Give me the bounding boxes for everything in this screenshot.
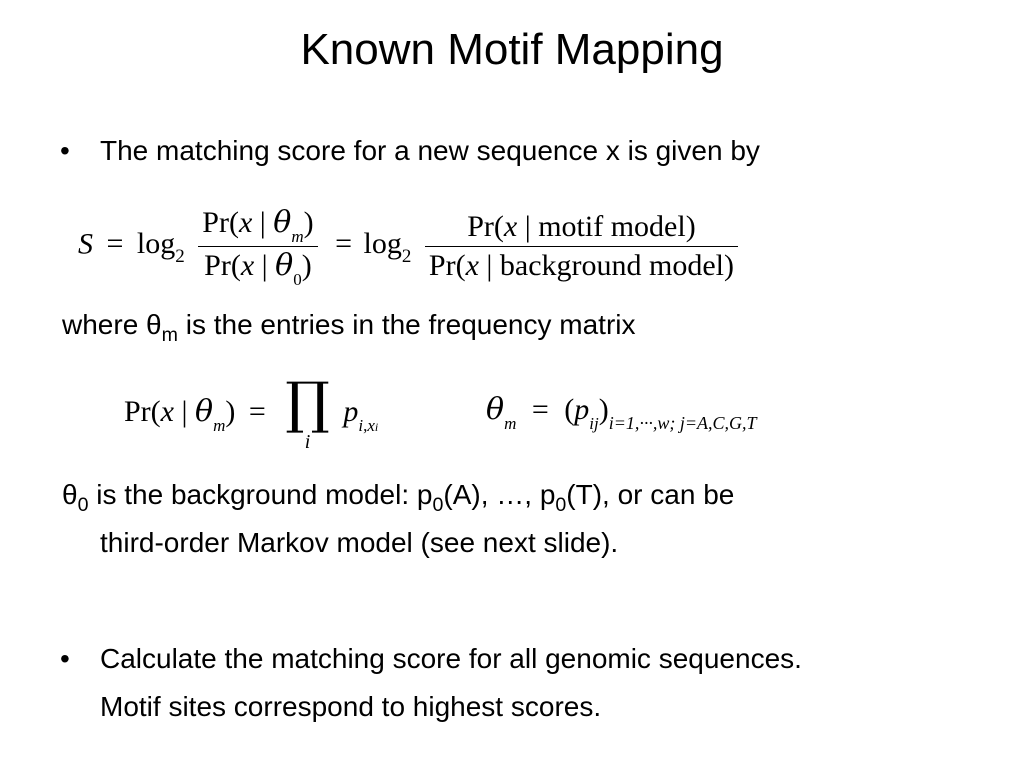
bullet-matching-score: • The matching score for a new sequence … xyxy=(60,134,760,168)
fraction-denominator: Pr(x | θ0) xyxy=(204,248,312,289)
background-model-line-1: θ0 is the background model: p0(A), …, p0… xyxy=(62,479,735,516)
bullet-text: Calculate the matching score for all gen… xyxy=(100,643,802,674)
theta-symbol: θ xyxy=(62,479,78,510)
slide-title: Known Motif Mapping xyxy=(300,25,724,74)
likelihood-ratio-fraction: Pr(x | θm) Pr(x | θ0) xyxy=(198,204,318,289)
fraction-denominator: Pr(x | background model) xyxy=(428,249,735,282)
probability-term: pi,xi xyxy=(343,394,379,435)
equals-sign: = xyxy=(248,394,266,428)
equals-sign: = xyxy=(106,227,124,261)
bullet-text: The matching score for a new sequence x … xyxy=(100,135,760,166)
model-ratio-fraction: Pr(x | motif model) Pr(x | background mo… xyxy=(424,208,739,285)
equals-sign: = xyxy=(531,393,549,426)
fraction-numerator: Pr(x | θm) xyxy=(202,205,314,246)
frequency-matrix-formula: θm = (pij)i=1,···,w; j=A,C,G,T xyxy=(486,392,757,433)
score-formula: S = log2 Pr(x | θm) Pr(x | θ0) = log2 Pr… xyxy=(78,204,744,289)
bullet-marker: • xyxy=(60,643,70,674)
theta-symbol: θ xyxy=(146,309,162,340)
log-operator: log2 xyxy=(136,227,185,268)
equals-sign: = xyxy=(335,227,353,261)
fraction-bar xyxy=(424,246,739,247)
fraction-numerator: Pr(x | motif model) xyxy=(467,210,696,243)
product-formula: Pr(x | θm) = ∏ i pi,xi xyxy=(124,371,379,453)
bullet-continuation: Motif sites correspond to highest scores… xyxy=(100,691,602,722)
log-operator: log2 xyxy=(363,227,412,268)
score-symbol: S xyxy=(78,227,93,261)
fraction-bar xyxy=(198,246,318,247)
background-model-line-2: third-order Markov model (see next slide… xyxy=(100,527,619,558)
product-operator: ∏ i xyxy=(285,371,330,453)
where-line: where θm is the entries in the frequency… xyxy=(62,309,636,346)
bullet-marker: • xyxy=(60,135,70,166)
index-range: i=1,···,w; j=A,C,G,T xyxy=(608,413,757,433)
bullet-calculate-scores: • Calculate the matching score for all g… xyxy=(60,642,802,676)
